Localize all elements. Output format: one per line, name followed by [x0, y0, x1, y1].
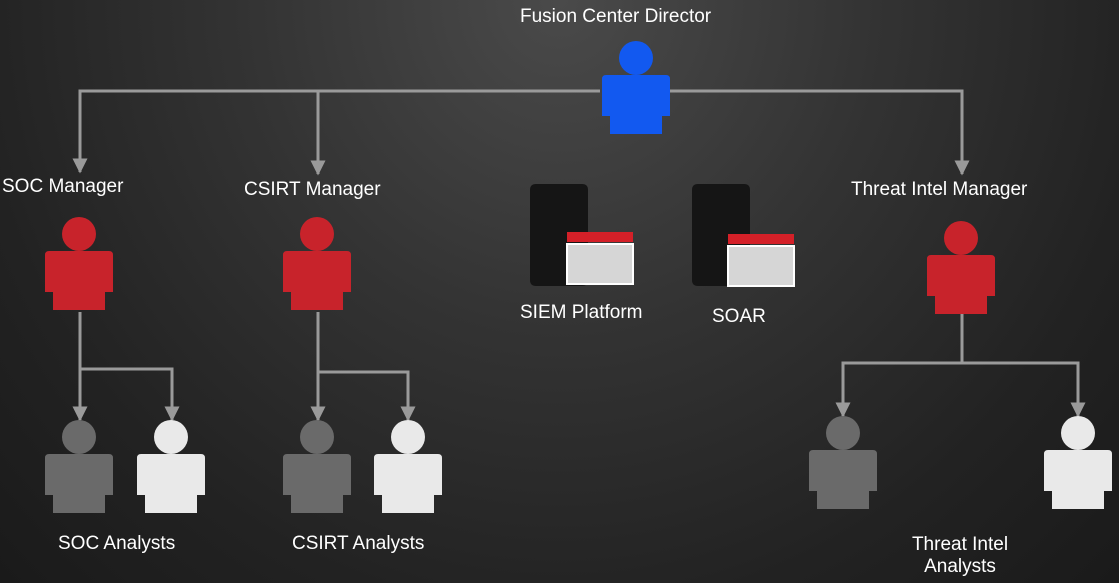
ti-analyst-dark-person-icon — [809, 416, 877, 509]
siem-platform-icon — [530, 184, 634, 286]
director-title: Fusion Center Director — [520, 6, 712, 27]
csirt-manager-person-icon — [283, 217, 351, 310]
soc-analyst-light-person-icon — [137, 420, 205, 513]
threat-intel-manager-title: Threat Intel Manager — [851, 179, 1028, 200]
soc-manager-person-icon — [45, 217, 113, 310]
soar-icon — [692, 184, 795, 287]
connector-ti-manager-to-analysts — [835, 312, 964, 418]
soc-analysts-label: SOC Analysts — [58, 533, 176, 554]
csirt-analyst-light-person-icon — [374, 420, 442, 513]
csirt-analysts-label: CSIRT Analysts — [292, 533, 425, 554]
connector-ti-manager-to-analyst-right — [962, 361, 1086, 418]
connector-director-to-ti — [670, 89, 970, 176]
threat-intel-manager-person-icon — [927, 221, 995, 314]
csirt-analyst-dark-person-icon — [283, 420, 351, 513]
threat-intel-analysts-label: Threat Intel Analysts — [880, 534, 1040, 578]
soar-label: SOAR — [712, 306, 766, 327]
csirt-manager-title: CSIRT Manager — [244, 179, 381, 200]
connector-csirt-manager-to-analysts — [316, 312, 408, 420]
director-person-icon — [602, 41, 670, 134]
connector-director-to-soc — [72, 89, 600, 174]
soc-analyst-dark-person-icon — [45, 420, 113, 513]
siem-platform-label: SIEM Platform — [520, 302, 643, 323]
ti-analyst-light-person-icon — [1044, 416, 1112, 509]
connector-lines — [72, 89, 1086, 420]
soc-manager-title: SOC Manager — [2, 176, 124, 197]
threat-intel-analysts-label-line1: Threat Intel — [911, 534, 1009, 555]
threat-intel-analysts-label-line2: Analysts — [924, 556, 996, 577]
connector-soc-manager-to-analysts — [78, 312, 172, 420]
